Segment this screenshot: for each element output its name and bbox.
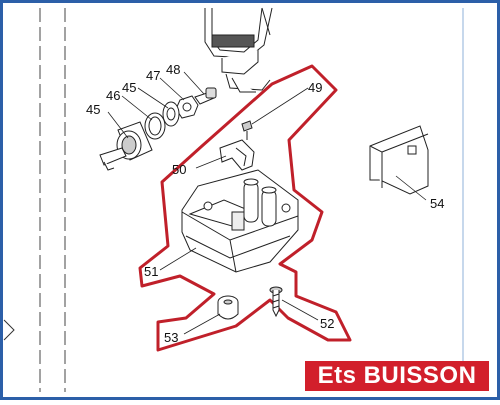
part-labels: 45 46 45 47 48 49 50 51 52 53 54 (86, 62, 444, 345)
label-45-washer: 45 (122, 80, 136, 95)
bracket-50 (219, 139, 255, 171)
ring-46 (144, 112, 166, 140)
lock-cylinder-45 (99, 121, 153, 171)
assembly-highlight-outline (138, 64, 352, 352)
label-48-screw: 48 (166, 62, 180, 77)
bracket-54 (369, 125, 429, 195)
label-46-ring: 46 (106, 88, 120, 103)
label-49-screw: 49 (308, 80, 322, 95)
label-45-cylinder: 45 (86, 102, 100, 117)
upper-housing-part (204, 7, 273, 93)
leader-lines (107, 71, 427, 335)
brand-badge: Ets BUISSON (305, 361, 489, 391)
label-52-screw: 52 (320, 316, 334, 331)
grommet-53 (217, 295, 239, 320)
left-arrow-mark (3, 319, 15, 341)
label-51-housing: 51 (144, 264, 158, 279)
screw-49 (241, 120, 253, 140)
housing-51 (181, 169, 299, 273)
nut-47 (175, 95, 199, 119)
label-47-nut: 47 (146, 68, 160, 83)
label-54-bracket: 54 (430, 196, 444, 211)
washer-45-upper (162, 101, 180, 127)
label-53-grommet: 53 (164, 330, 178, 345)
screw-52 (269, 286, 283, 318)
screw-48 (194, 87, 217, 105)
label-50-bracket: 50 (172, 162, 186, 177)
